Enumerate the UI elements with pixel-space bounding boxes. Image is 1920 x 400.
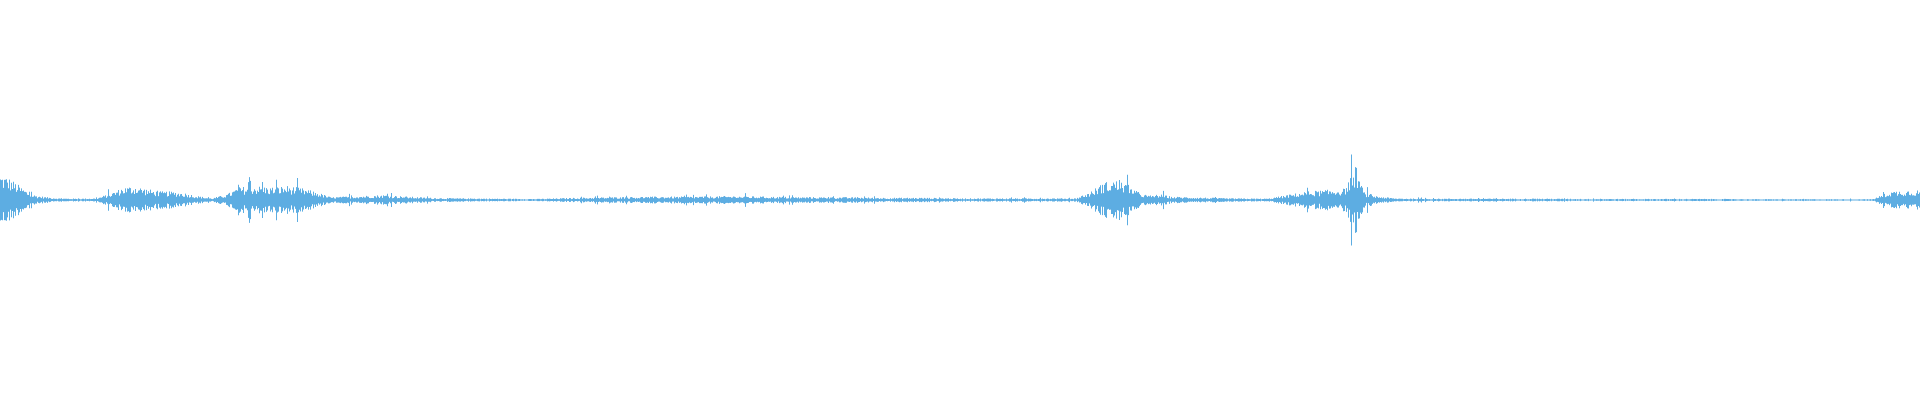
- waveform-peaks: [0, 154, 1920, 246]
